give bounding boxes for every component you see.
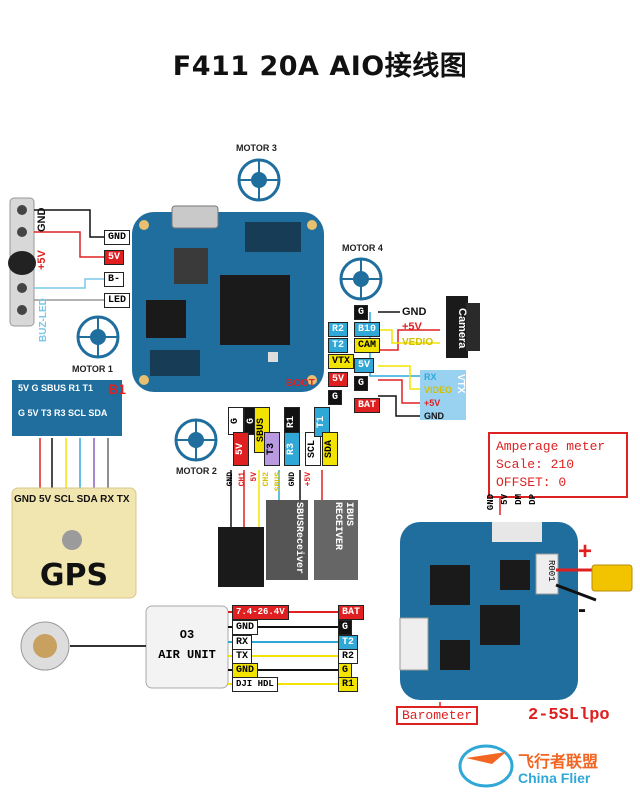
rx-wire-ch1: CH1 (238, 472, 247, 487)
rx-wire-sbus: SBUS (274, 472, 283, 492)
pad-led: LED (104, 293, 131, 308)
motor-4-label: MOTOR 4 (342, 243, 383, 253)
gps-conn-labels: GND 5V SCL SDA RX TX (14, 494, 130, 505)
rx-wire-gnd2: GND (288, 472, 297, 487)
buzzer-led-label: BUZ-LED (38, 298, 49, 342)
shunt-r001: R001 (546, 560, 556, 582)
amperage-line2: Scale: 210 (496, 457, 575, 472)
air-row-dji-hdl: DJI HDL (232, 677, 278, 692)
camera-5v-label: +5V (402, 321, 422, 333)
motor-2-prop (174, 418, 218, 462)
pad-right-g3: G (328, 390, 343, 405)
pad-5v: 5V (104, 250, 125, 265)
pad-right-5v: 5V (354, 358, 375, 373)
air-row-bat: BAT (338, 605, 365, 620)
motor-2-label: MOTOR 2 (176, 466, 217, 476)
barometer-label: Barometer (396, 706, 479, 725)
vtx-5v-label: +5V (424, 398, 441, 408)
gps-b1-label: B1 (108, 381, 126, 397)
air-row-gnd: GND (232, 620, 259, 635)
esc-pin-5v: 5V (500, 494, 510, 505)
battery-plus: + (578, 538, 593, 565)
rx-wire-5v: 5V (250, 472, 259, 482)
battery-minus: - (578, 596, 586, 623)
pad-r2: R2 (328, 322, 349, 337)
motor-3-prop (237, 158, 281, 202)
pad-right-g2: G (354, 376, 369, 391)
sbus-receiver-label: SBUSReceiver (293, 502, 304, 575)
boot-label: BOOT (286, 378, 315, 389)
esc-pin-dm: DM (514, 494, 524, 505)
pad-bottom-5v: 5V (233, 432, 249, 466)
pad-b-minus: B- (104, 272, 125, 287)
air-row-tx: TX (232, 649, 253, 664)
lipo-label: 2-5SLlpo (528, 706, 610, 725)
motor-1-prop (76, 315, 120, 359)
camera-vedio-label: VEDIO (402, 337, 434, 348)
pad-b10: B10 (354, 322, 381, 337)
camera-gnd-label: GND (402, 306, 427, 318)
pad-right-g1: G (354, 305, 369, 320)
air-row-r2: R2 (338, 649, 359, 664)
air-row-g: G (338, 620, 353, 635)
air-unit-model: O3 (179, 628, 195, 642)
motor-4-prop (339, 257, 383, 301)
pad-bottom-t3: T3 (264, 432, 280, 466)
gps-mid-pins: G 5V T3 R3 SCL SDA (18, 408, 108, 418)
amperage-meter-box: Amperage meter Scale: 210 OFFSET: 0 (488, 432, 628, 498)
pad-t2: T2 (328, 338, 349, 353)
rx-wire-ch2: CH2 (262, 472, 271, 487)
pad-right-5v-2: 5V (328, 372, 349, 387)
vtx-gnd-label: GND (424, 411, 444, 421)
pad-bottom-scl: SCL (305, 432, 321, 466)
vtx-video-label: VIDEO (424, 385, 453, 395)
watermark-en: China Flier (518, 770, 591, 786)
pad-bottom-g: G (228, 407, 244, 435)
motor-1-label: MOTOR 1 (72, 364, 113, 374)
pad-bat: BAT (354, 398, 381, 413)
air-row-t2: T2 (338, 635, 359, 650)
gps-top-pins: 5V G SBUS R1 T1 (18, 383, 94, 393)
motor-3-label: MOTOR 3 (236, 143, 277, 153)
esc-pins: GND 5V DM DP (486, 494, 546, 522)
buzzer-gnd-label: GND (36, 207, 48, 232)
receiver-wire-labels: GND CH1 5V CH2 SBUS GND +5V (226, 472, 316, 526)
ibus-receiver-label: IBUS RECEIVER (332, 502, 354, 551)
vtx-rx-label: RX (424, 372, 437, 382)
amperage-line1: Amperage meter (496, 439, 606, 454)
gps-name: GPS (39, 558, 109, 593)
air-row-gnd2: GND (232, 663, 259, 678)
pad-bottom-sda: SDA (322, 432, 338, 466)
air-row-voltage: 7.4-26.4V (232, 605, 289, 620)
air-row-rx: RX (232, 635, 253, 650)
air-row-g2: G (338, 663, 353, 678)
pad-cam: CAM (354, 338, 381, 353)
esc-pin-dp: DP (528, 494, 538, 505)
pad-bottom-r3: R3 (284, 432, 300, 466)
watermark-cn: 飞行者联盟 (518, 752, 599, 771)
amperage-line3: OFFSET: 0 (496, 475, 567, 490)
esc-pin-gnd: GND (486, 494, 496, 511)
camera-label: Camera (456, 307, 468, 349)
page-title: F411 20A AIO接线图 (172, 51, 468, 82)
air-row-r1: R1 (338, 677, 359, 692)
rx-wire-plus5v: +5V (304, 472, 313, 487)
rx-wire-gnd: GND (226, 472, 235, 487)
air-unit-name: AIR UNIT (158, 648, 216, 662)
pad-gnd: GND (104, 230, 131, 245)
pad-vtx: VTX (328, 354, 355, 369)
vtx-label: VTX (455, 374, 466, 394)
buzzer-5v-label: +5V (36, 250, 48, 270)
